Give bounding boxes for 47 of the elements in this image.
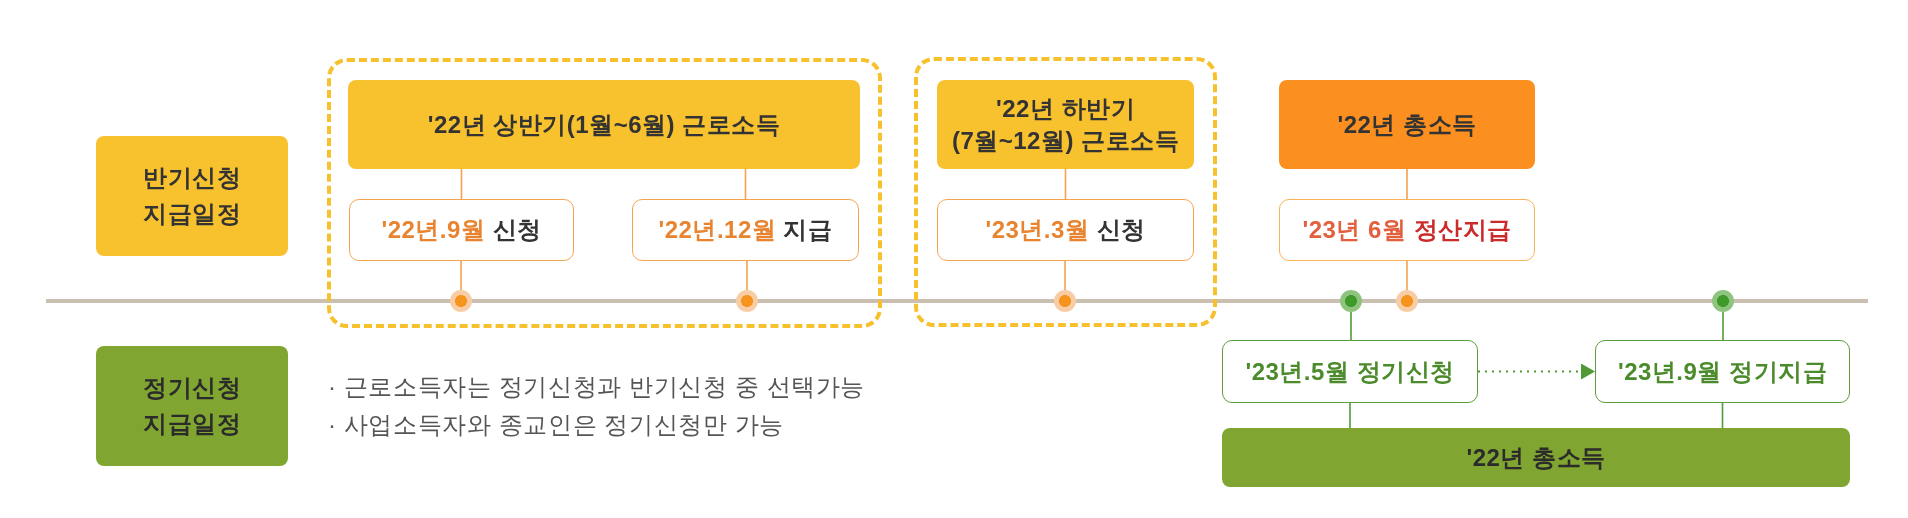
date-text: '22년.9월 신청: [381, 215, 542, 245]
date-text: '23년.5월 정기신청: [1245, 356, 1455, 387]
heading-box: [348, 80, 860, 169]
date-box: [632, 199, 859, 261]
heading-box: [937, 80, 1194, 169]
timeline-dot-icon: [1712, 290, 1734, 312]
date-box: [349, 199, 574, 261]
connector-line: [460, 260, 462, 291]
date-text: '23년 6월 정산지급: [1302, 215, 1512, 245]
connector-line: [1350, 311, 1352, 341]
heading-text: '22년 총소득: [1337, 109, 1477, 140]
date-box: [1279, 199, 1535, 261]
heading-text: '22년 하반기 (7월~12월) 근로소득: [950, 93, 1181, 156]
row-label-text: 정기신청 지급일정: [142, 373, 242, 439]
date-text: '22년.12월 지급: [658, 215, 833, 245]
dotted-arrow: [1478, 363, 1595, 380]
timeline-dot-icon: [450, 290, 472, 312]
date-box: [1222, 340, 1478, 403]
connector-line: [1721, 402, 1724, 429]
dashed-group-frame: [914, 57, 1217, 327]
connector-line: [1349, 402, 1351, 429]
heading-box: [1279, 80, 1535, 169]
total-income-bar: [1222, 428, 1850, 487]
date-text: '23년.3월 신청: [985, 215, 1146, 245]
date-box: [1595, 340, 1850, 403]
heading-text: '22년 상반기(1월~6월) 근로소득: [427, 109, 781, 140]
connector-line: [1406, 260, 1408, 291]
timeline-dot-icon: [1396, 290, 1418, 312]
note-text: · 근로소득자는 정기신청과 반기신청 중 선택가능: [328, 372, 865, 402]
note-text: · 사업소득자와 종교인은 정기신청만 가능: [328, 410, 784, 440]
connector-line: [1064, 168, 1067, 200]
dashed-group-frame: [327, 58, 882, 328]
row-label-text: 반기신청 지급일정: [142, 163, 242, 229]
row-label-box: [96, 346, 288, 466]
date-text: '23년.9월 정기지급: [1617, 356, 1828, 387]
date-box: [937, 199, 1194, 261]
bar-text: '22년 총소득: [1466, 442, 1606, 473]
connector-line: [1406, 168, 1408, 200]
connector-line: [746, 260, 748, 291]
timeline-dot-icon: [1054, 290, 1076, 312]
timeline-dot-icon: [1340, 290, 1362, 312]
connector-line: [1064, 260, 1066, 291]
connector-line: [744, 168, 747, 200]
connector-line: [460, 168, 463, 200]
timeline-dot-icon: [736, 290, 758, 312]
connector-line: [1722, 311, 1724, 341]
row-label-box: [96, 136, 288, 256]
